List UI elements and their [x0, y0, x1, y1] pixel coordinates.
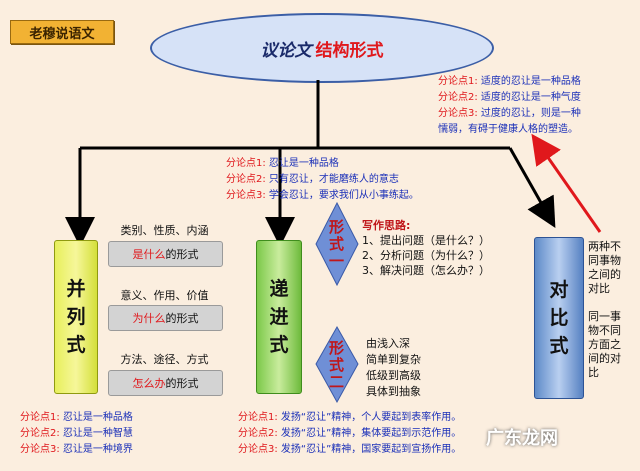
form-one-diamond: 形式一 — [326, 212, 347, 276]
point-text: 发扬“忍让”精神，集体要起到示范作用。 — [280, 428, 462, 439]
bottom-center-points: 分论点1: 发扬“忍让”精神，个人要起到表率作用。 分论点2: 发扬“忍让”精神… — [238, 410, 528, 458]
point-label: 分论点1: — [226, 158, 266, 169]
contrast-line: 比 — [588, 366, 599, 379]
pillar-char: 式 — [66, 334, 86, 356]
contrast-line: 两种不 — [588, 240, 621, 253]
point-label: 分论点2: — [226, 174, 266, 185]
parallel-key: 为什么 — [132, 312, 166, 325]
point-text: 忍让是一种品格 — [62, 412, 133, 423]
point-text: 懦弱，有碍于健康人格的塑造。 — [438, 124, 578, 135]
pillar-char: 列 — [66, 306, 86, 328]
point-text: 适度的忍让是一种气度 — [480, 92, 581, 103]
contrast-line: 间的对 — [588, 352, 621, 365]
point-text: 适度的忍让是一种品格 — [480, 76, 581, 87]
step-item: 2、分析问题（为什么？） — [362, 249, 490, 262]
point-label: 分论点3: — [238, 444, 278, 455]
point-text: 忍让是一种境界 — [62, 444, 133, 455]
step-item: 1、提出问题（是什么？） — [362, 234, 490, 247]
point-text: 忍让是一种品格 — [268, 158, 339, 169]
point-text: 只有忍让，才能磨练人的意志 — [268, 174, 399, 185]
contrast-spacer — [588, 296, 632, 310]
parallel-row-label: 类别、性质、内涵 — [120, 224, 209, 237]
point-text: 忍让是一种智慧 — [62, 428, 133, 439]
title-part1: 议论文 — [260, 40, 312, 61]
contrast-line: 物不同 — [588, 324, 621, 337]
contrast-line: 同一事 — [588, 310, 621, 323]
author-tag: 老穆说语文 — [10, 20, 114, 44]
pillar-contrast: 对 比 式 — [534, 237, 584, 399]
deepening-item: 低级到高级 — [366, 369, 421, 382]
point-label: 分论点2: — [20, 428, 60, 439]
pillar-progressive: 递 进 式 — [256, 240, 302, 394]
center-points: 分论点1: 忍让是一种品格 分论点2: 只有忍让，才能磨练人的意志 分论点3: … — [226, 156, 486, 204]
pillar-char: 比 — [549, 307, 569, 329]
point-text: 发扬“忍让”精神，国家要起到宣扬作用。 — [280, 444, 462, 455]
watermark: 广东龙网 — [486, 428, 558, 449]
contrast-line: 方面之 — [588, 338, 621, 351]
point-label: 分论点1: — [20, 412, 60, 423]
contrast-line: 对比 — [588, 282, 610, 295]
parallel-suffix: 的形式 — [165, 248, 199, 261]
pillar-char: 式 — [549, 335, 569, 357]
point-label: 分论点2: — [438, 92, 478, 103]
parallel-row-label: 意义、作用、价值 — [120, 289, 209, 302]
deepening-item: 具体到抽象 — [366, 385, 421, 398]
parallel-key: 是什么 — [132, 248, 166, 261]
pillar-char: 对 — [549, 279, 569, 301]
parallel-suffix: 的形式 — [165, 312, 199, 325]
pillar-parallel: 并 列 式 — [54, 240, 98, 394]
point-label: 分论点1: — [238, 412, 278, 423]
contrast-line: 同事物 — [588, 254, 621, 267]
bottom-left-points: 分论点1: 忍让是一种品格 分论点2: 忍让是一种智慧 分论点3: 忍让是一种境… — [20, 410, 220, 458]
parallel-row-box: 是什么的形式 — [108, 241, 223, 267]
pillar-char: 进 — [269, 306, 289, 328]
step-item: 3、解决问题（怎么办？） — [362, 264, 490, 277]
point-text: 学会忍让，要求我们从小事练起。 — [268, 190, 419, 201]
point-label: 分论点3: — [438, 108, 478, 119]
deepening-item: 简单到复杂 — [366, 353, 421, 366]
parallel-row-box: 为什么的形式 — [108, 305, 223, 331]
form-two-diamond: 形式二 — [326, 334, 347, 396]
point-label: 分论点2: — [238, 428, 278, 439]
deepening-list: 由浅入深 简单到复杂 低级到高级 具体到抽象 — [366, 336, 421, 400]
steps-heading: 写作思路: — [362, 219, 411, 232]
pillar-char: 式 — [269, 334, 289, 356]
form-one-label: 形式一 — [327, 218, 345, 270]
writing-steps: 写作思路: 1、提出问题（是什么？） 2、分析问题（为什么？） 3、解决问题（怎… — [362, 218, 490, 278]
parallel-key: 怎么办 — [132, 377, 166, 390]
pillar-char: 递 — [269, 278, 289, 300]
point-text: 过度的忍让，则是一种 — [480, 108, 581, 119]
point-label: 分论点1: — [438, 76, 478, 87]
parallel-suffix: 的形式 — [165, 377, 199, 390]
point-text: 发扬“忍让”精神，个人要起到表率作用。 — [280, 412, 462, 423]
contrast-line: 之间的 — [588, 268, 621, 281]
deepening-item: 由浅入深 — [366, 337, 410, 350]
title-ellipse: 议论文 结构形式 — [150, 13, 494, 83]
pillar-char: 并 — [66, 278, 86, 300]
title-part2: 结构形式 — [315, 40, 384, 61]
form-two-label: 形式二 — [327, 339, 345, 391]
point-label: 分论点3: — [20, 444, 60, 455]
point-label: 分论点3: — [226, 190, 266, 201]
parallel-row-label: 方法、途径、方式 — [120, 353, 209, 366]
top-right-points: 分论点1: 适度的忍让是一种品格 分论点2: 适度的忍让是一种气度 分论点3: … — [438, 74, 638, 138]
parallel-row-box: 怎么办的形式 — [108, 370, 223, 396]
contrast-notes: 两种不 同事物 之间的 对比 同一事 物不同 方面之 间的对 比 — [588, 240, 632, 380]
